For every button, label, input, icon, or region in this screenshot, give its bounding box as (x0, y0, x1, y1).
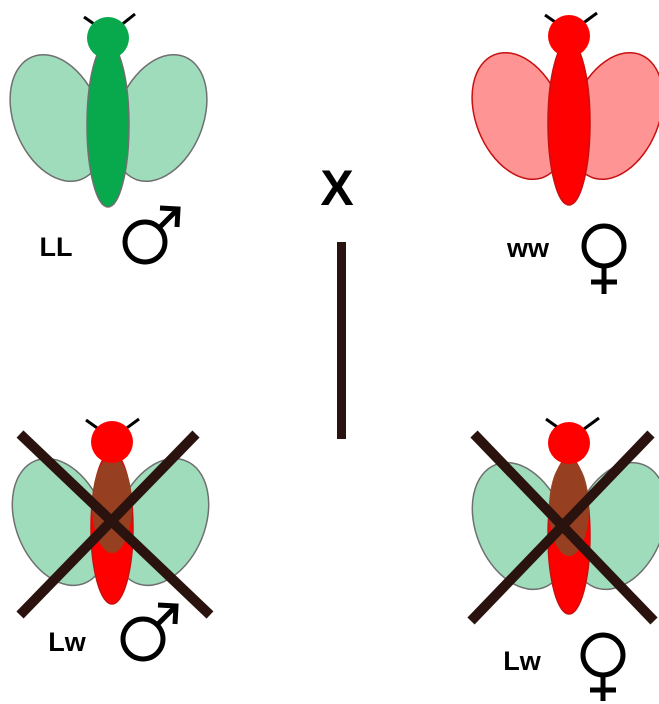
head (548, 15, 590, 57)
parent-female-fly (454, 13, 659, 205)
head (548, 422, 590, 464)
female-symbol-icon (583, 635, 623, 701)
antenna-right (584, 418, 599, 429)
offspring-male-genotype: Lw (48, 627, 86, 657)
parent-male-genotype: LL (40, 232, 73, 262)
head (87, 17, 129, 59)
head (91, 421, 133, 463)
male-symbol-icon (125, 208, 178, 262)
body (548, 41, 590, 205)
divider-line (337, 242, 346, 439)
parent-male-fly (0, 14, 225, 207)
body (87, 43, 129, 207)
parent-female-genotype: ww (506, 233, 550, 263)
offspring-male-fly (0, 419, 227, 615)
cross-symbol: X (320, 160, 353, 216)
male-symbol-icon (123, 605, 176, 659)
offspring-female-fly (454, 418, 659, 621)
offspring-female-genotype: Lw (503, 646, 541, 676)
female-symbol-icon (584, 226, 624, 294)
